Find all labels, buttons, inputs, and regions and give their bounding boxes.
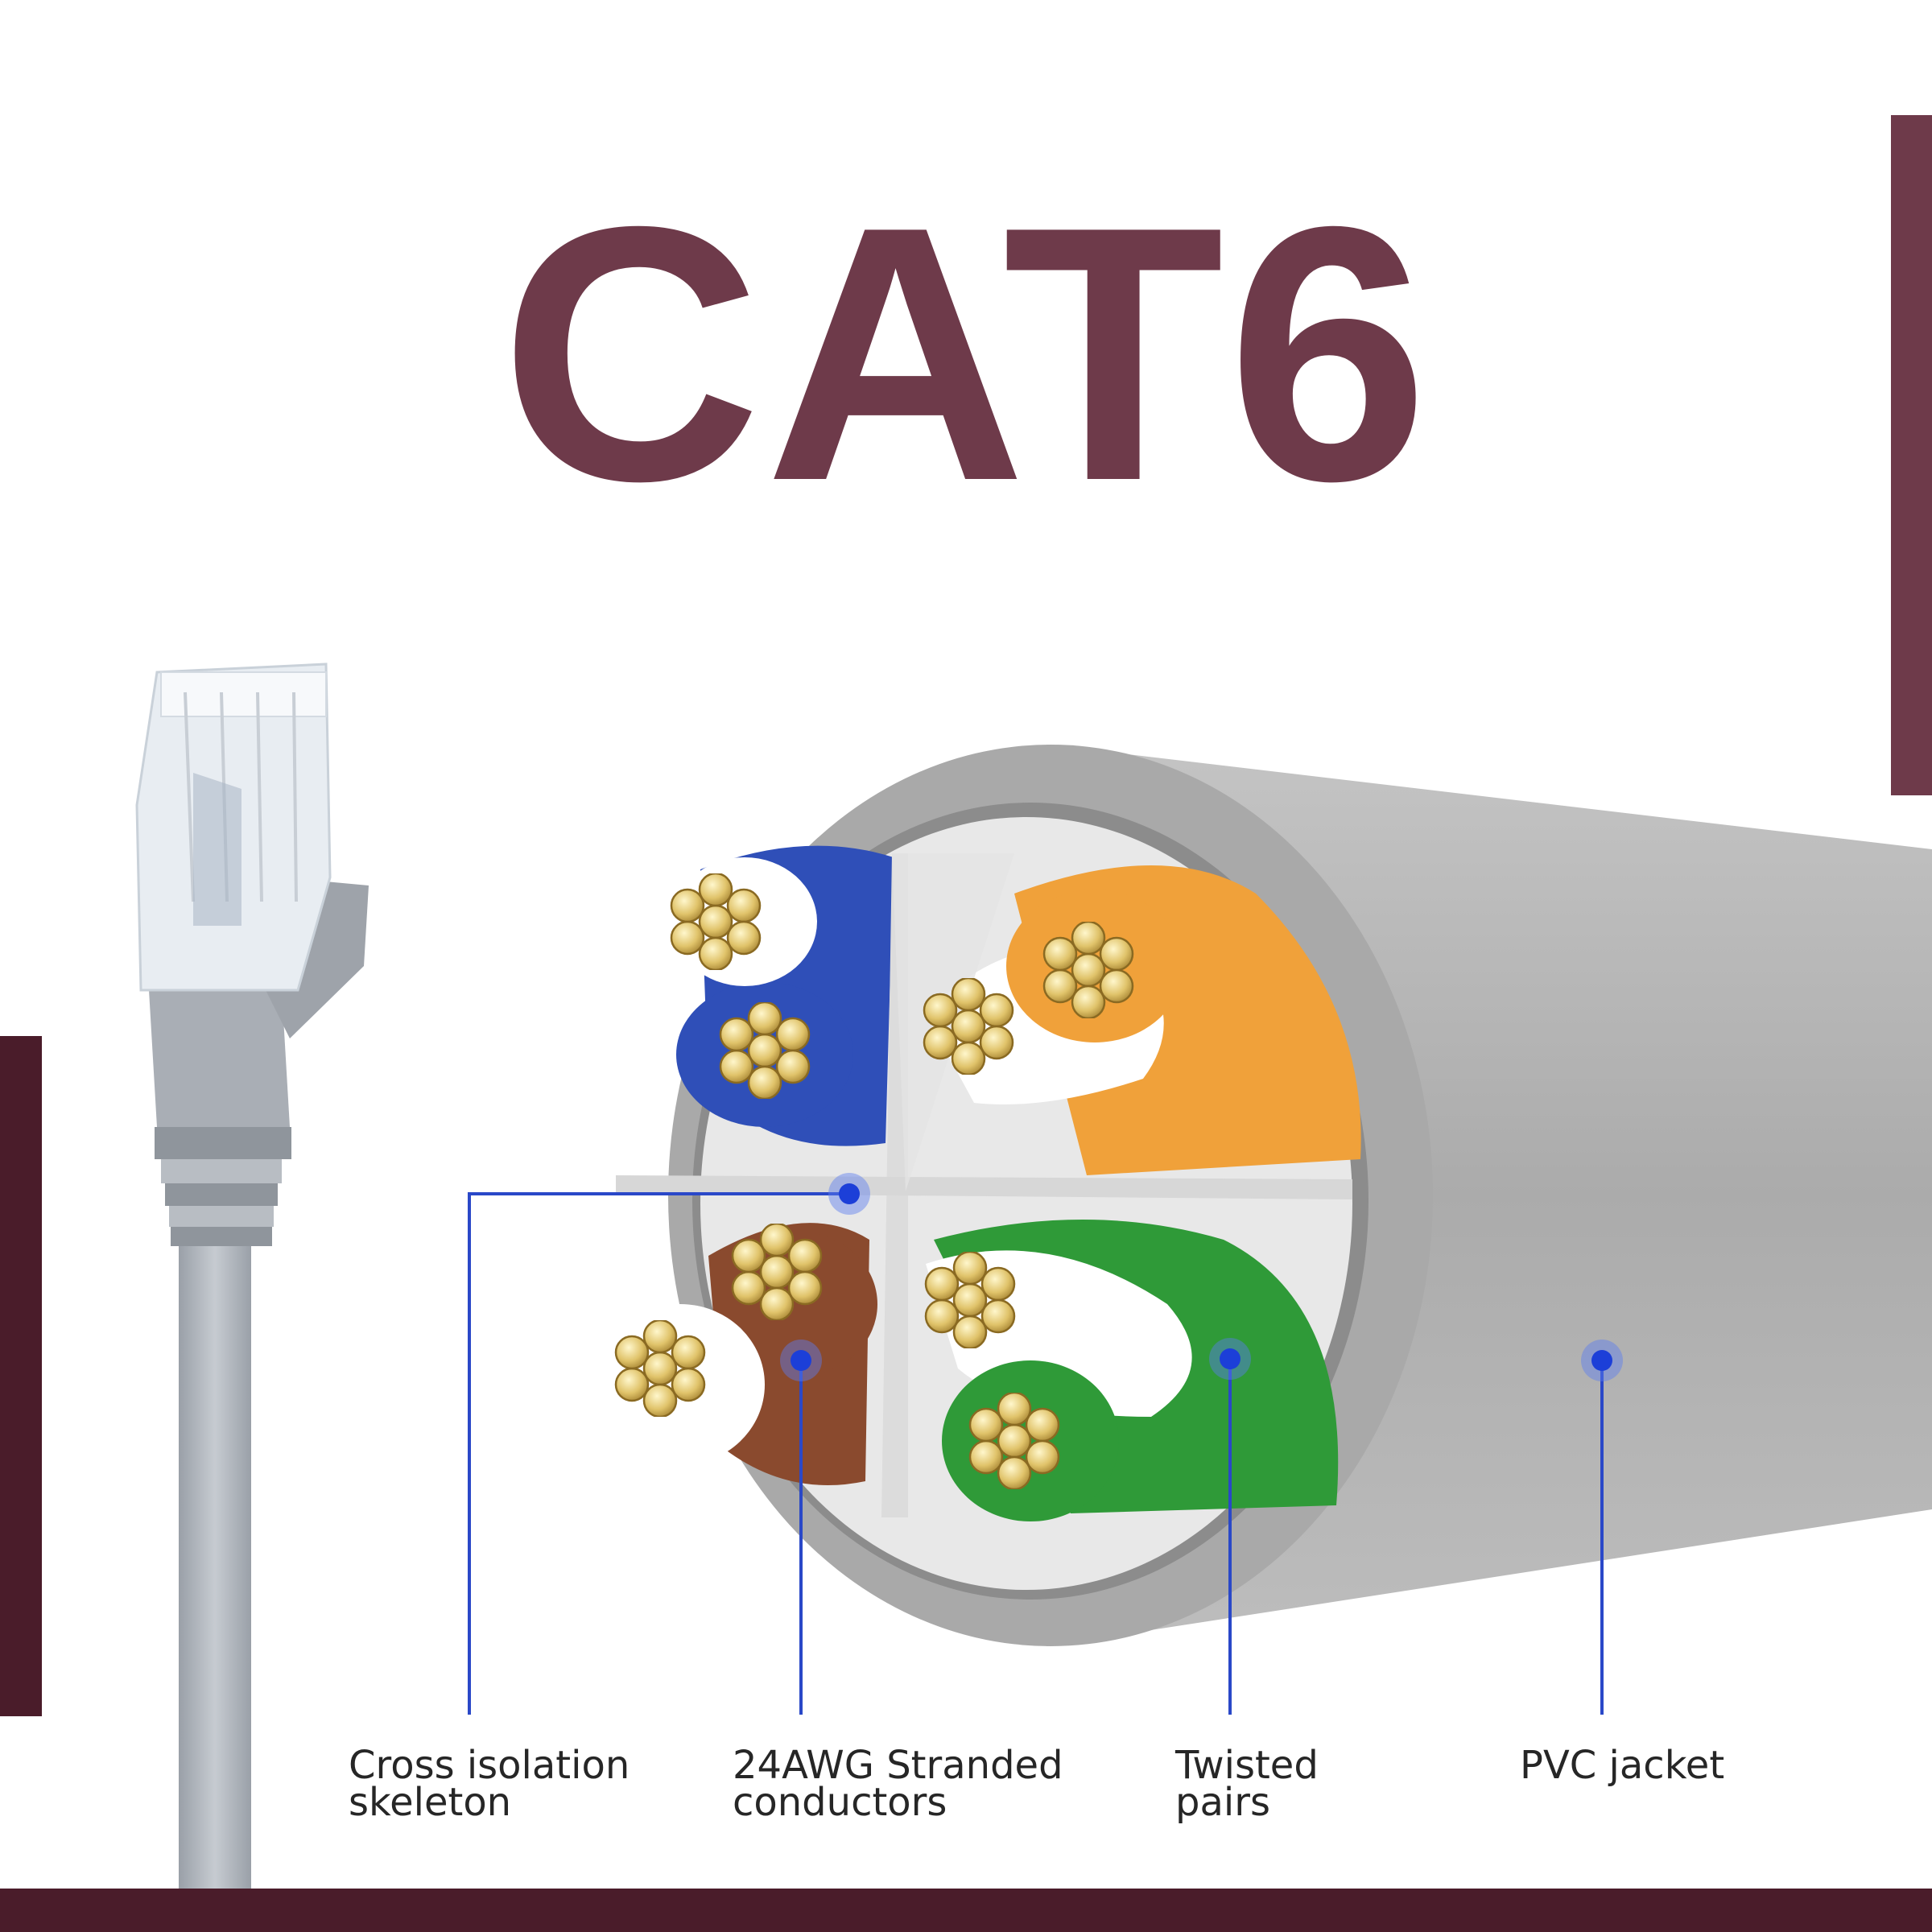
accent-bar-left [0,1036,42,1716]
label-24awg-stranded-conductors: 24AWG Stranded conductors [733,1743,1063,1825]
label-cross-isolation-skeleton: Cross isolation skeleton [349,1743,630,1825]
patch-cable [179,1224,251,1889]
clear-plug-body [135,663,332,992]
label-twisted-pairs: Twisted pairs [1175,1743,1319,1825]
accent-bar-right [1891,115,1932,795]
callout-dots [780,1173,1623,1381]
callout-lines [468,1192,1604,1715]
accent-bar-bottom [0,1889,1932,1932]
label-pvc-jacket: PVC jacket [1520,1743,1725,1788]
rj45-connector [135,663,369,1889]
page-title: CAT6 [500,152,1432,556]
cable-cross-section [596,745,1932,1646]
strain-relief-boot [149,877,369,1246]
